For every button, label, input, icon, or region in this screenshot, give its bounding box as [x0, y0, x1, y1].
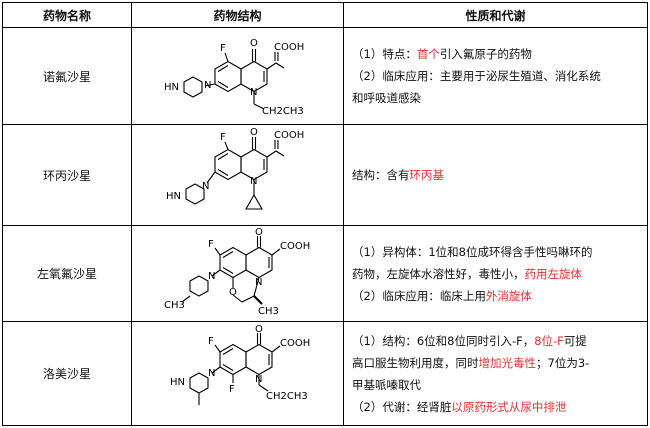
carbonyl-o: O: [255, 228, 263, 238]
carbonyl-o: O: [250, 127, 258, 138]
prop-highlight: 8位-F: [534, 333, 564, 348]
ring-n-label: N: [250, 176, 257, 187]
properties-cell: 结构：含有环丙基: [343, 124, 648, 226]
oxygen-label: O: [229, 287, 237, 298]
prop-highlight: 外消旋体: [485, 288, 532, 303]
table-row: 洛美沙星: [2, 321, 648, 426]
norfloxacin-structure: O COOH F N N HN CH2CH3: [164, 38, 304, 117]
table-row: 环丙沙星: [2, 124, 648, 226]
drug-name: 环丙沙星: [2, 124, 132, 226]
ring-n-label: N: [255, 374, 262, 385]
prop-text: （1）结构：6位和8位同时引入-F，: [352, 333, 535, 348]
nh-label: HN: [170, 377, 185, 388]
methyl-label: CH3: [258, 306, 279, 317]
ring-n-label: N: [250, 87, 257, 98]
header-drug-structure: 药物结构: [131, 2, 344, 28]
table-row: 左氧氟沙星: [2, 225, 648, 322]
acid-label: COOH: [274, 130, 304, 141]
ring-n-label: N: [255, 277, 262, 288]
fluorine-label: F: [220, 132, 226, 143]
prop-text: （1）特点：: [352, 47, 417, 61]
prop-highlight: 以原药形式从尿中排泄: [451, 399, 567, 414]
prop-highlight: 首个: [416, 47, 440, 61]
prop-text: 可提: [563, 333, 587, 348]
nh-label: HN: [164, 82, 179, 93]
ethyl-label: CH2CH3: [262, 106, 304, 117]
prop-text: （2）临床应用：主要用于泌尿生殖道、消化系统: [352, 69, 601, 83]
ethyl-label: CH2CH3: [266, 391, 308, 402]
acid-label: COOH: [280, 338, 310, 349]
ring-n-label: N: [208, 271, 215, 282]
prop-highlight: 增加光毒性: [478, 355, 537, 370]
prop-text: （2）代谢：经肾脏: [352, 399, 452, 414]
properties-cell: （1）结构：6位和8位同时引入-F，8位-F可提 高口服生物利用度，同时增加光毒…: [343, 321, 648, 426]
properties-cell: （1）异构体：1位和8位成环得含手性吗啉环的 药物，左旋体水溶性好，毒性小，药用…: [343, 225, 648, 322]
fluorine-label: F: [208, 336, 214, 347]
ring-n-label: N: [202, 181, 209, 192]
fluorine-label: F: [229, 384, 235, 395]
drug-name: 左氧氟沙星: [2, 225, 132, 322]
prop-text: 甲基哌嗪取代: [352, 377, 421, 392]
header-row: 药物名称 药物结构 性质和代谢: [2, 2, 648, 28]
prop-highlight: 药用左旋体: [524, 266, 583, 281]
nh-label: HN: [166, 191, 181, 202]
drug-name: 诺氟沙星: [2, 27, 132, 125]
drug-name: 洛美沙星: [2, 321, 132, 426]
properties-cell: （1）特点：首个引入氟原子的药物 （2）临床应用：主要用于泌尿生殖道、消化系统 …: [343, 27, 648, 125]
carbonyl-o: O: [255, 325, 263, 335]
carbonyl-o: O: [250, 38, 258, 49]
fluorine-label: F: [220, 43, 226, 54]
acid-label: COOH: [274, 42, 304, 53]
lomefloxacin-structure: O COOH F F N N HN CH2CH3: [170, 325, 310, 405]
ciprofloxacin-structure: O COOH F N N HN: [166, 127, 304, 210]
prop-text: 和呼吸道感染: [352, 91, 421, 105]
prop-text: 药物，左旋体水溶性好，毒性小，: [352, 266, 525, 281]
prop-text: （2）临床应用：临床上用: [352, 288, 486, 303]
fluorine-label: F: [208, 239, 214, 250]
ring-n-label: N: [208, 368, 215, 379]
methyl-label: CH3: [164, 300, 185, 311]
prop-text: ；7位为3-: [536, 355, 590, 370]
acid-label: COOH: [280, 241, 310, 252]
prop-highlight: 环丙基: [409, 168, 445, 182]
prop-text: 引入氟原子的药物: [439, 47, 532, 61]
prop-text: （1）异构体：1位和8位成环得含手性吗啉环的: [352, 244, 593, 259]
levofloxacin-structure: O COOH F O N N CH3 CH3: [164, 228, 310, 317]
ring-n-label: N: [204, 80, 211, 91]
table-row: 诺氟沙星: [2, 27, 648, 125]
header-properties: 性质和代谢: [343, 2, 648, 28]
prop-text: 结构：含有: [352, 168, 410, 182]
prop-text: 高口服生物利用度，同时: [352, 355, 479, 370]
header-drug-name: 药物名称: [2, 2, 132, 28]
